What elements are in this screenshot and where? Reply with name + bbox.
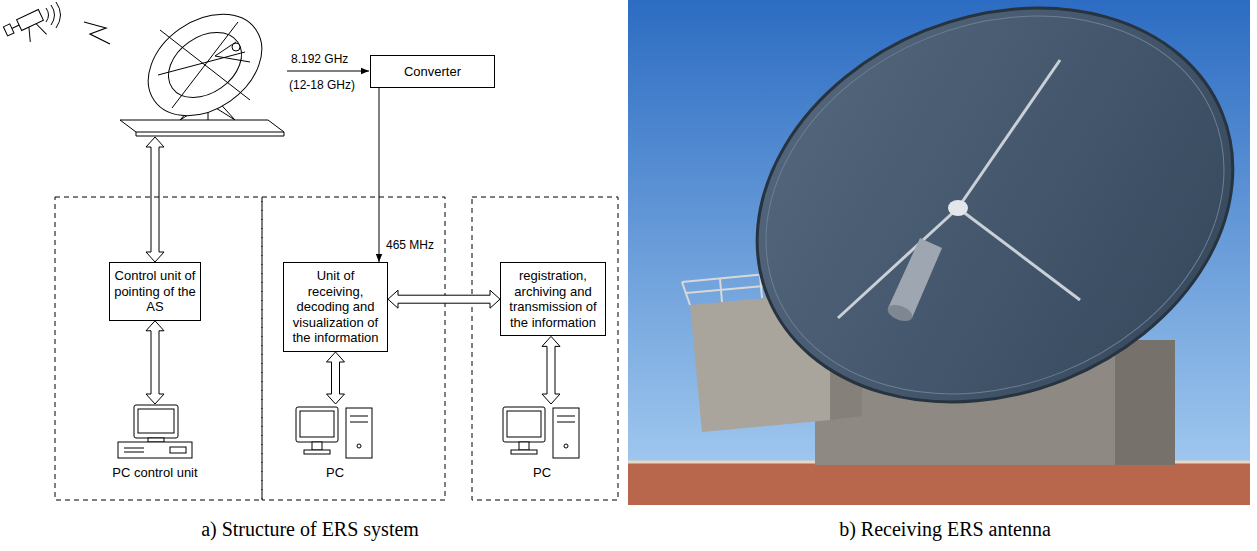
dish-antenna-icon-part: [284, 132, 285, 136]
drive-slot: [350, 416, 368, 417]
dish-antenna-icon-part: [120, 120, 284, 132]
satellite-icon-part: [51, 5, 55, 25]
frequency-label: (12-18 GHz): [289, 78, 355, 92]
tower-case: [553, 408, 579, 458]
drive-slot: [350, 422, 368, 423]
dish-antenna-icon-part: [232, 43, 240, 51]
computer-node: PC: [482, 404, 602, 481]
dish-antenna-icon-part: [129, 0, 281, 137]
signal-arrow: [379, 88, 380, 262]
dish-antenna-icon: [120, 0, 284, 137]
dish-antenna-icon-part: [136, 136, 284, 137]
group-frame-part: [262, 197, 445, 500]
dish-antenna-icon-part: [156, 19, 254, 111]
satellite-icon-part-part: [12, 25, 19, 28]
computer-node: PC control unit: [95, 404, 215, 481]
power-button: [564, 444, 568, 448]
radio-link-symbol-part: [84, 22, 110, 44]
antenna-photo-part: [838, 60, 1080, 318]
box-text: Unit of receiving, decoding and visualiz…: [288, 268, 383, 346]
bidirectional-arrow: [146, 321, 164, 404]
satellite-icon-part: [46, 8, 49, 22]
signal-arrow-part: [287, 71, 369, 72]
control-link-arrow: [146, 137, 164, 262]
dish-antenna-icon-part: [136, 132, 137, 136]
drive-slot: [124, 448, 144, 449]
computer-icon: [110, 404, 200, 462]
case-shape: [118, 442, 192, 458]
antenna-photo-part: [948, 200, 968, 216]
process-box: Control unit of pointing of the AS: [109, 262, 201, 321]
screen-shape: [300, 411, 334, 437]
bidirectional-arrow: [327, 352, 345, 404]
dish-antenna-icon-part: [158, 52, 245, 75]
figure-caption: b) Receiving ERS antenna: [695, 517, 1195, 541]
control-link-arrow-part: [146, 137, 164, 262]
computer-label: PC: [533, 465, 551, 481]
computer-label: PC: [326, 465, 344, 481]
power-button: [357, 444, 361, 448]
drive-slot: [557, 422, 575, 423]
antenna-photo-part: [1115, 340, 1175, 465]
antenna-photo-part-part: [838, 208, 958, 318]
frequency-label: 8.192 GHz: [291, 52, 348, 66]
satellite-icon-part: [3, 9, 49, 49]
monitor-shape: [503, 407, 545, 442]
bidirectional-arrow: [542, 336, 560, 404]
screen-shape: [507, 411, 541, 437]
process-box: registration, archiving and transmission…: [500, 262, 606, 336]
group-frame-part: [55, 197, 262, 500]
satellite-icon-part-part: [24, 27, 34, 42]
monitor-shape: [134, 405, 178, 438]
antenna-photo-part: [697, 0, 1250, 471]
monitor-base: [511, 450, 537, 454]
antenna-photo: [628, 0, 1250, 505]
frequency-label: 465 MHz: [384, 238, 436, 252]
radio-link-symbol: [84, 22, 110, 44]
dish-antenna-icon-part: [215, 56, 250, 62]
antenna-photo-part-part: [958, 208, 1080, 300]
monitor-base: [304, 450, 330, 454]
dish-antenna-icon-part: [172, 22, 238, 108]
antenna-photo-part: [709, 0, 1250, 460]
computer-label: PC control unit: [112, 465, 197, 481]
computer-icon: [497, 404, 587, 462]
tower-case: [346, 408, 372, 458]
drive-slot: [557, 416, 575, 417]
process-box: Unit of receiving, decoding and visualiz…: [283, 262, 388, 352]
satellite-icon: [3, 2, 61, 50]
group-frame-part: [472, 197, 618, 500]
bidirectional-arrow: [388, 290, 500, 308]
figure-caption: a) Structure of ERS system: [60, 517, 560, 541]
antenna-photo-part: [628, 462, 1250, 505]
satellite-icon-part-part: [36, 22, 46, 37]
screen-shape: [138, 409, 174, 433]
antenna-photo-part-part: [958, 60, 1060, 208]
satellite-icon-part: [56, 2, 61, 28]
drive-slot: [124, 452, 144, 453]
box-text: registration, archiving and transmission…: [505, 268, 601, 330]
signal-arrow: [287, 71, 369, 72]
group-frame: [55, 197, 618, 500]
computer-node: PC: [275, 404, 395, 481]
panel-shape: [170, 447, 186, 453]
box-text: Converter: [375, 64, 490, 80]
computer-icon: [290, 404, 380, 462]
satellite-icon-part-part: [3, 24, 14, 36]
monitor-stand: [519, 442, 529, 450]
monitor-shape: [296, 407, 338, 442]
process-box: Converter: [370, 55, 495, 88]
box-text: Control unit of pointing of the AS: [114, 268, 196, 315]
antenna-photo-part: [885, 302, 914, 325]
monitor-stand: [148, 438, 164, 442]
monitor-stand: [312, 442, 322, 450]
